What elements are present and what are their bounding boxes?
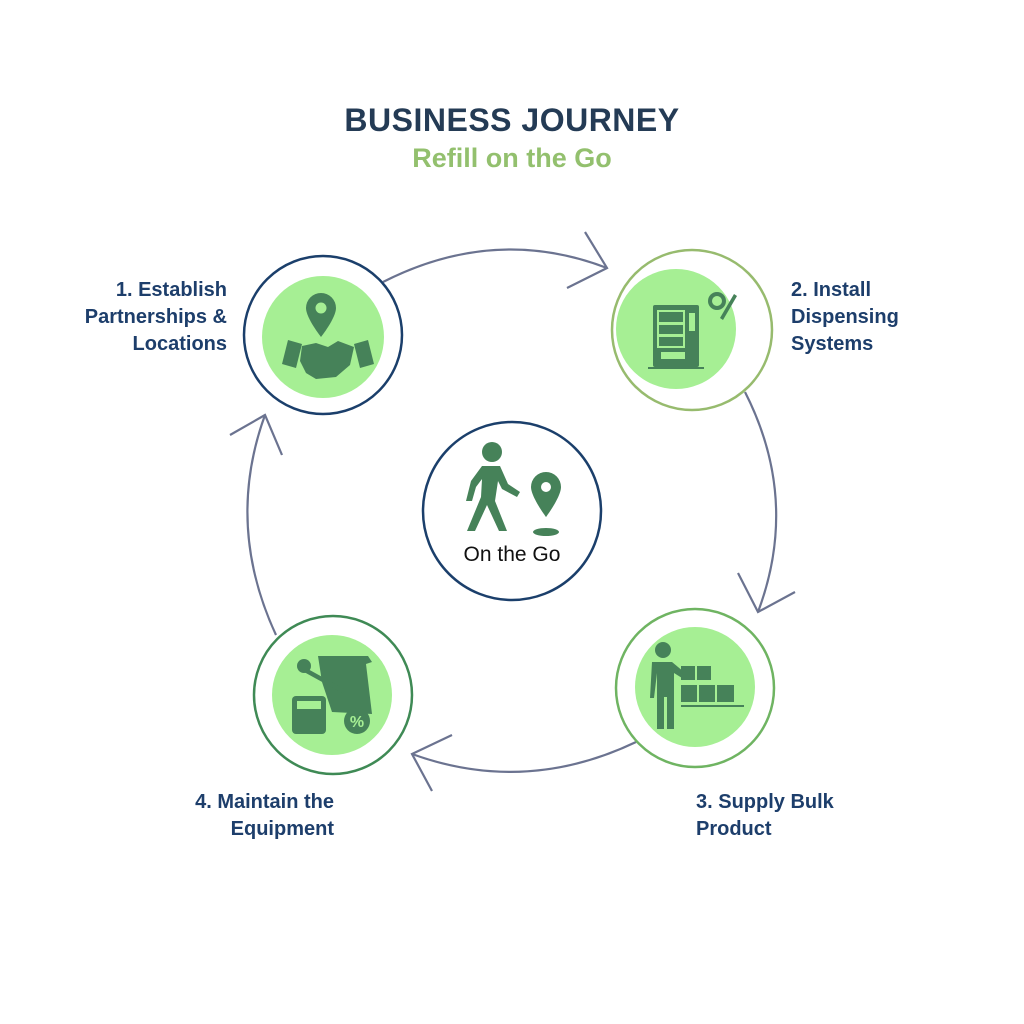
arrow-1-to-2 (382, 231, 609, 289)
step-2-node (610, 248, 774, 412)
step-2-label: 2. Install Dispensing Systems (791, 277, 899, 358)
step-4-line-2: Equipment (230, 818, 334, 840)
walking-person-location-icon (466, 442, 561, 536)
step-1-line-1: 1. Establish (115, 279, 227, 301)
svg-text:%: % (350, 714, 364, 731)
handshake-location-icon (282, 293, 374, 379)
arrow-3-to-4 (410, 734, 637, 792)
vending-machine-gear-icon (648, 292, 737, 369)
step-4-line-1: 4. Maintain the (195, 791, 334, 813)
step-1-line-2: Partnerships & (84, 306, 227, 328)
step-3-line-2: Product (696, 818, 772, 840)
diagram-subtitle: Refill on the Go (412, 143, 612, 173)
person-boxes-icon (650, 642, 744, 729)
step-2-line-1: 2. Install (791, 279, 872, 301)
step-2-line-2: Dispensing (791, 306, 899, 328)
cycle-arrows (229, 231, 796, 792)
step-1-label: 1. Establish Partnerships & Locations (40, 277, 227, 358)
center-label: On the Go (463, 543, 561, 566)
arrow-2-to-3 (737, 391, 796, 614)
step-3-label: 3. Supply Bulk Product (696, 789, 834, 843)
step-3-line-1: 3. Supply Bulk (696, 791, 834, 813)
step-3-node (614, 607, 776, 769)
step-1-line-3: Locations (132, 333, 227, 355)
step-4-label: 4. Maintain the Equipment (134, 789, 334, 843)
calculator-wrench-icon: % (292, 656, 372, 734)
step-2-line-3: Systems (791, 333, 874, 355)
center-node (421, 420, 603, 602)
step-1-node (242, 254, 404, 416)
arrow-4-to-1 (229, 413, 284, 636)
step-4-node: % (252, 614, 414, 776)
diagram-title: BUSINESS JOURNEY (344, 102, 680, 138)
